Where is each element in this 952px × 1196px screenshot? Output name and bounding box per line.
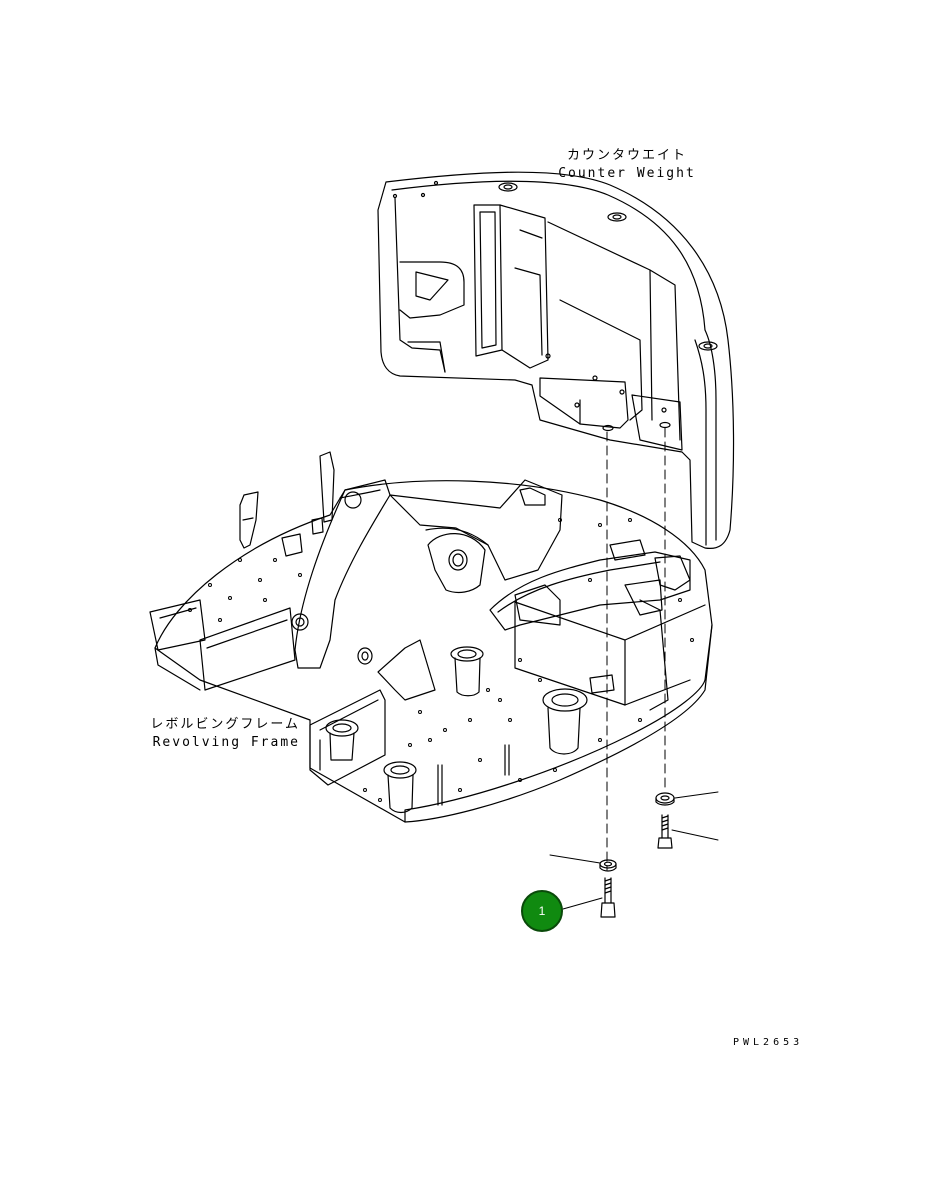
bolt-centerlines: [606, 427, 666, 871]
frame-label-en: Revolving Frame: [152, 735, 300, 750]
frame-label-jp: レボルビングフレーム: [150, 717, 300, 732]
part-callout-1[interactable]: 1: [521, 890, 563, 932]
mount-cups: [325, 646, 588, 814]
revolving-frame-part: [149, 451, 713, 823]
callout-number: 1: [538, 904, 546, 918]
drawing-number: PWL2653: [733, 1037, 804, 1048]
counterweight-label-en: Counter Weight: [558, 166, 696, 181]
bolt-left: [600, 877, 616, 918]
counterweight-part: [377, 171, 735, 550]
washer-left: [599, 859, 617, 872]
washer-right: [655, 792, 675, 806]
bolt-right: [657, 814, 673, 849]
counterweight-label-jp: カウンタウエイト: [566, 148, 687, 163]
leader-lines: [549, 791, 719, 910]
